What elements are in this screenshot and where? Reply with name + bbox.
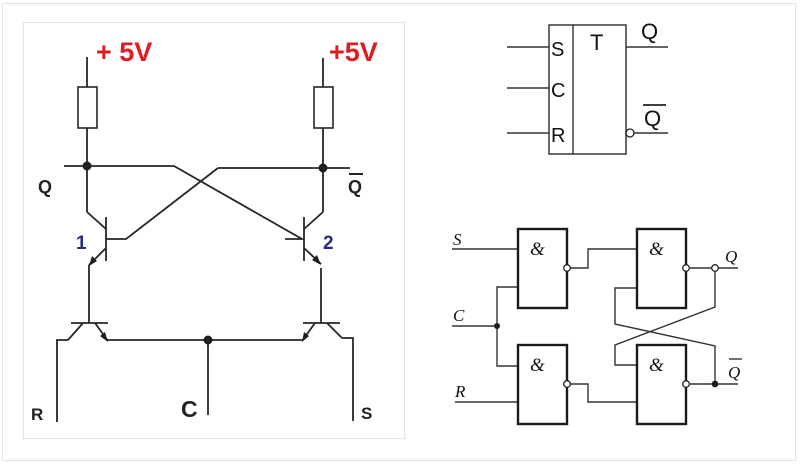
- right-resistor: [313, 86, 334, 129]
- q-bar-junction-node: [711, 380, 719, 388]
- block-input-r: R: [551, 125, 565, 147]
- gate-r-label: R: [454, 382, 466, 401]
- cross-wire-qbar-to-t1: [106, 167, 219, 240]
- transistor-1: 1: [76, 211, 107, 266]
- and-symbol: &: [530, 239, 545, 260]
- gate-s-label: S: [453, 230, 462, 249]
- latch-gate-q-bar: &: [635, 343, 690, 426]
- t3-collector: [67, 322, 84, 341]
- latch-gate-q: &: [635, 227, 690, 310]
- q-output-node: [711, 264, 719, 272]
- transistor-circuit: + 5V +5V Q Q 1: [31, 37, 378, 424]
- transistor-2-label: 2: [323, 233, 334, 254]
- and-symbol: &: [530, 355, 545, 376]
- gate-c-label: C: [453, 306, 465, 325]
- supply-label-left: + 5V: [96, 37, 152, 67]
- gate-c-junction: [494, 323, 500, 329]
- gate-q-bar-label: Q: [728, 363, 740, 382]
- s-input-wire: [342, 337, 354, 421]
- input-gate-s: &: [516, 227, 571, 310]
- transistor-2: 2: [303, 211, 334, 265]
- transistor-panel-frame: [23, 22, 405, 439]
- t2-emitter-arrow: [312, 255, 321, 265]
- output-inversion-bubble: [682, 380, 690, 388]
- q-bar-label: Q: [348, 177, 362, 197]
- gate-box: [635, 227, 688, 310]
- transistor-1-label: 1: [76, 233, 87, 254]
- r-input-wire: [56, 339, 68, 422]
- q-bar-feedback-wire: [614, 287, 716, 384]
- output-inversion-bubble: [563, 380, 571, 388]
- input-gate-r: &: [516, 343, 571, 426]
- output-inversion-bubble: [563, 264, 571, 272]
- outer-frame: [2, 3, 796, 461]
- q-label: Q: [38, 177, 52, 197]
- c-input-label: C: [181, 396, 198, 422]
- gate-box: [516, 227, 569, 310]
- transistor-3: [67, 322, 109, 342]
- t1-emitter-arrow: [89, 256, 97, 266]
- t2-collector: [303, 211, 324, 230]
- block-type-label: T: [590, 30, 603, 55]
- inversion-bubble: [625, 128, 635, 138]
- s-input-label: S: [361, 404, 372, 423]
- gate3-to-gate4-wire: [570, 383, 637, 403]
- output-inversion-bubble: [682, 264, 690, 272]
- t3-emitter-arrow: [100, 332, 108, 342]
- gate1-to-gate2-wire: [570, 248, 637, 269]
- gate-q-label: Q: [725, 247, 737, 266]
- gate-c-split-wire: [496, 286, 518, 367]
- left-resistor: [77, 86, 98, 129]
- t4-collector: [326, 322, 343, 339]
- nand-gate-circuit: & & & & S C R Q Q: [452, 227, 742, 426]
- t4-emitter-arrow: [302, 332, 309, 342]
- block-input-s: S: [551, 39, 564, 61]
- t-flipflop-symbol: S C R T Q Q: [507, 19, 668, 155]
- transistor-4: [301, 322, 343, 342]
- t-block-box: [548, 24, 627, 155]
- cross-wire-q-to-t2: [173, 165, 306, 240]
- and-symbol: &: [649, 355, 664, 376]
- block-q-bar-label: Q: [644, 106, 661, 131]
- block-q-label: Q: [641, 19, 658, 44]
- and-symbol: &: [649, 239, 664, 260]
- block-input-c: C: [551, 80, 565, 102]
- r-input-label: R: [31, 405, 43, 424]
- gate-box: [516, 343, 569, 426]
- t1-collector: [86, 211, 107, 230]
- supply-label-right: +5V: [329, 37, 378, 67]
- q-feedback-wire: [614, 268, 716, 366]
